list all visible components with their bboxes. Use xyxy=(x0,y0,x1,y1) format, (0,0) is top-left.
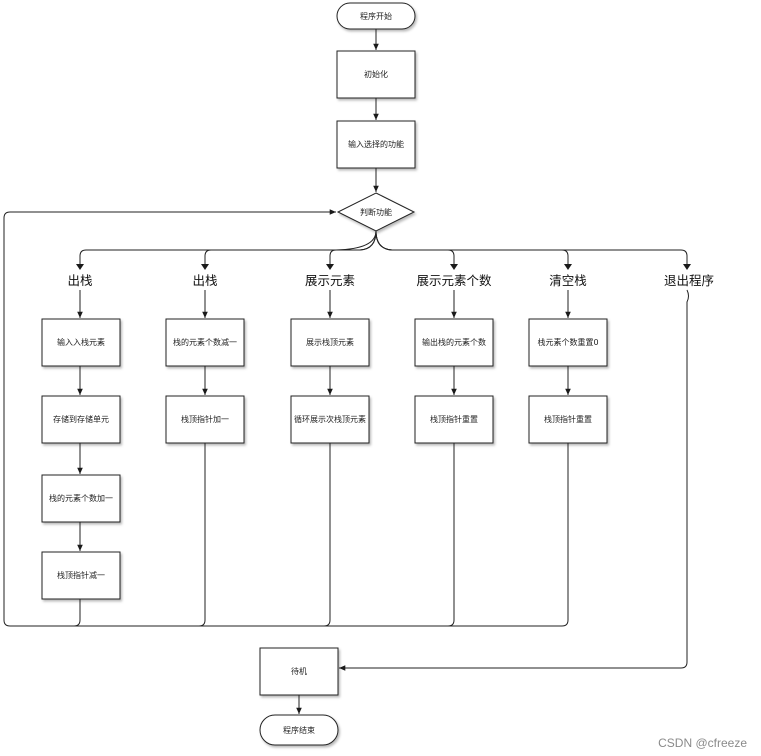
push-step-1 xyxy=(41,318,121,367)
end-terminal xyxy=(259,714,339,746)
count-step-2-label: 栈顶指针重置 xyxy=(430,414,478,424)
pop-step-2 xyxy=(165,395,245,444)
push-step-3-label: 栈的元素个数加一 xyxy=(49,493,113,503)
clear-step-1 xyxy=(528,318,608,367)
push-step-2 xyxy=(41,395,121,444)
standby-process xyxy=(259,647,339,696)
clear-step-1-label: 栈元素个数重置0 xyxy=(537,337,598,347)
count-step-1-label: 输出栈的元素个数 xyxy=(422,337,486,347)
exit-path xyxy=(339,289,689,671)
clear-step-2 xyxy=(528,395,608,444)
init-label: 初始化 xyxy=(364,69,388,79)
branch-label-push: 出栈 xyxy=(67,273,92,288)
init-process xyxy=(336,50,416,99)
show-step-2 xyxy=(290,395,370,444)
push-step-1-label: 输入入栈元素 xyxy=(57,337,105,347)
count-step-2 xyxy=(414,395,494,444)
input-label: 输入选择的功能 xyxy=(348,139,404,149)
end-label: 程序结束 xyxy=(283,725,315,735)
watermark: CSDN @cfreeze xyxy=(658,736,747,750)
branch-label-exit: 退出程序 xyxy=(664,273,714,288)
branch-arrowheads xyxy=(76,264,691,270)
count-step-1 xyxy=(414,318,494,367)
pop-step-1-label: 栈的元素个数减一 xyxy=(173,337,237,347)
start-label: 程序开始 xyxy=(360,11,392,21)
show-step-2-label: 循环展示次栈顶元素 xyxy=(294,414,366,424)
branch-label-count: 展示元素个数 xyxy=(416,273,492,288)
branch-label-pop: 出栈 xyxy=(192,273,217,288)
branch-connectors xyxy=(79,230,688,265)
push-step-2-label: 存储到存储单元 xyxy=(53,414,109,424)
show-step-1 xyxy=(290,318,370,367)
push-step-3 xyxy=(41,474,121,523)
decision-label: 判断功能 xyxy=(360,207,392,217)
branch-label-show: 展示元素 xyxy=(305,273,355,288)
pop-step-1 xyxy=(165,318,245,367)
push-step-4 xyxy=(41,551,121,600)
pop-step-2-label: 栈顶指针加一 xyxy=(181,414,229,424)
return-loop-lines xyxy=(3,209,569,627)
push-step-4-label: 栈顶指针减一 xyxy=(57,570,105,580)
clear-step-2-label: 栈顶指针重置 xyxy=(544,414,592,424)
standby-label: 待机 xyxy=(291,666,307,676)
branch-label-clear: 清空栈 xyxy=(549,273,587,288)
show-step-1-label: 展示栈顶元素 xyxy=(306,337,354,347)
